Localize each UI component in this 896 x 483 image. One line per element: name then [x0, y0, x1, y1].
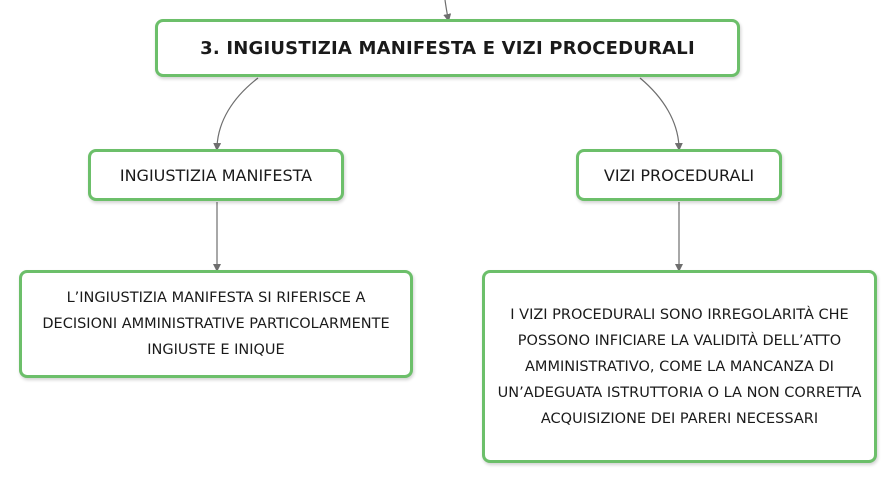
detail-node-text: L’INGIUSTIZIA MANIFESTA SI RIFERISCE A D…	[42, 290, 390, 358]
detail-node-ingiustizia-manifesta[interactable]: L’INGIUSTIZIA MANIFESTA SI RIFERISCE A D…	[19, 270, 413, 378]
root-node[interactable]: 3. INGIUSTIZIA MANIFESTA E VIZI PROCEDUR…	[155, 19, 740, 77]
branch-node-vizi-procedurali[interactable]: VIZI PROCEDURALI	[576, 149, 782, 201]
branch-node-label: INGIUSTIZIA MANIFESTA	[119, 165, 313, 185]
connector-root-to-right-branch	[639, 77, 683, 151]
branch-node-label: VIZI PROCEDURALI	[603, 165, 755, 185]
branch-node-ingiustizia-manifesta[interactable]: INGIUSTIZIA MANIFESTA	[88, 149, 344, 201]
detail-node-vizi-procedurali[interactable]: I VIZI PROCEDURALI SONO IRREGOLARITÀ CHE…	[482, 270, 877, 463]
detail-node-text: I VIZI PROCEDURALI SONO IRREGOLARITÀ CHE…	[497, 306, 862, 427]
root-node-label: 3. INGIUSTIZIA MANIFESTA E VIZI PROCEDUR…	[200, 37, 695, 59]
incoming-connector	[443, 0, 452, 22]
connector-root-to-left-branch	[213, 77, 259, 151]
